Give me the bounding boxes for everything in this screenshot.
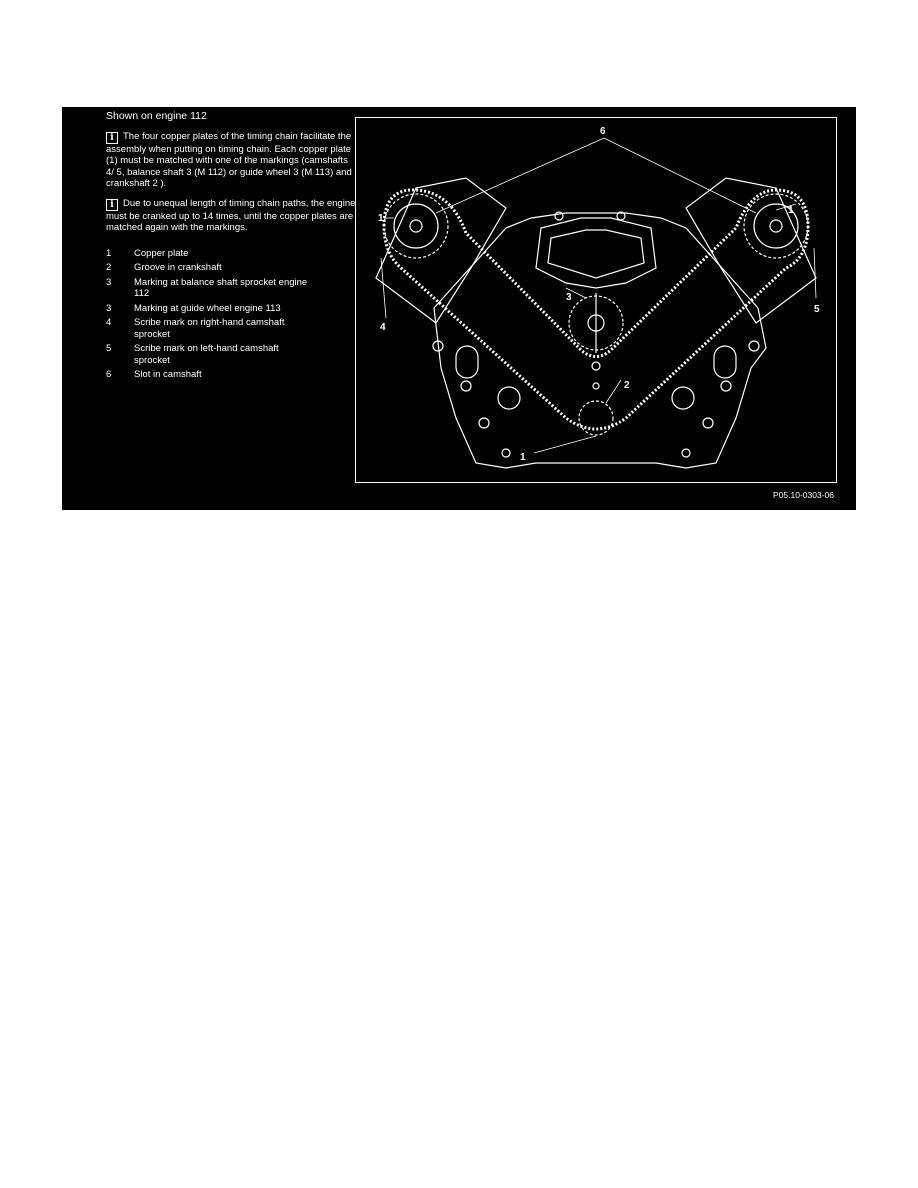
timing-chain-left [382,188,810,431]
bolt-hole [720,380,732,392]
callout-1: 1 [378,213,384,224]
oil-port [671,386,695,410]
callout-4: 4 [380,322,386,333]
figure-title: Shown on engine 112 [106,110,207,122]
oil-port [713,345,737,379]
leader-line [533,435,597,454]
crank-groove-marker [592,382,600,390]
bolt-hole [681,448,691,458]
callout-5: 5 [814,304,820,315]
bolt-hole [702,417,714,429]
bolt-hole [478,417,490,429]
leader-line [380,257,387,319]
oil-port [455,345,479,379]
figure-reference-code: P05.10-0303-06 [773,490,834,500]
crankshaft-sprocket [578,400,614,436]
bolt-hole [432,340,444,352]
right-camshaft-sprocket [743,193,809,259]
inner-cavity [547,229,645,279]
bolt-hole [460,380,472,392]
leader-line [813,247,817,299]
callout-1: 1 [520,452,526,463]
callout-6: 6 [600,126,606,137]
callout-3: 3 [566,292,572,303]
info-icon: i [106,198,118,211]
callout-2: 2 [624,380,630,391]
valley-cover [535,217,657,289]
leader-line [775,203,797,211]
right-cylinder-head [685,177,817,324]
guide-marker [591,361,601,371]
note-text-1: The four copper plates of the timing cha… [106,130,352,190]
right-camshaft-bolt [769,219,783,233]
leader-line [435,137,605,214]
left-camshaft-hub [393,203,439,249]
bolt-hole [748,340,760,352]
bolt-hole [554,211,564,221]
engine-timing-diagram: 6 1 1 3 2 4 5 1 [355,117,837,483]
leader-line [603,137,757,214]
bolt-hole [501,448,511,458]
right-camshaft-hub [753,203,799,249]
oil-port [497,386,521,410]
engine-block-outline [433,212,767,469]
callout-1: 1 [788,205,794,216]
left-cylinder-head [375,177,507,324]
note-text-2: Due to unequal length of timing chain pa… [106,197,356,234]
info-icon: i [106,131,118,144]
leader-line [605,379,622,404]
bolt-hole [616,211,626,221]
timing-chain-drawing: 6 1 1 3 2 4 5 1 [375,126,820,469]
left-camshaft-bolt [409,219,423,233]
leader-line [565,287,587,299]
